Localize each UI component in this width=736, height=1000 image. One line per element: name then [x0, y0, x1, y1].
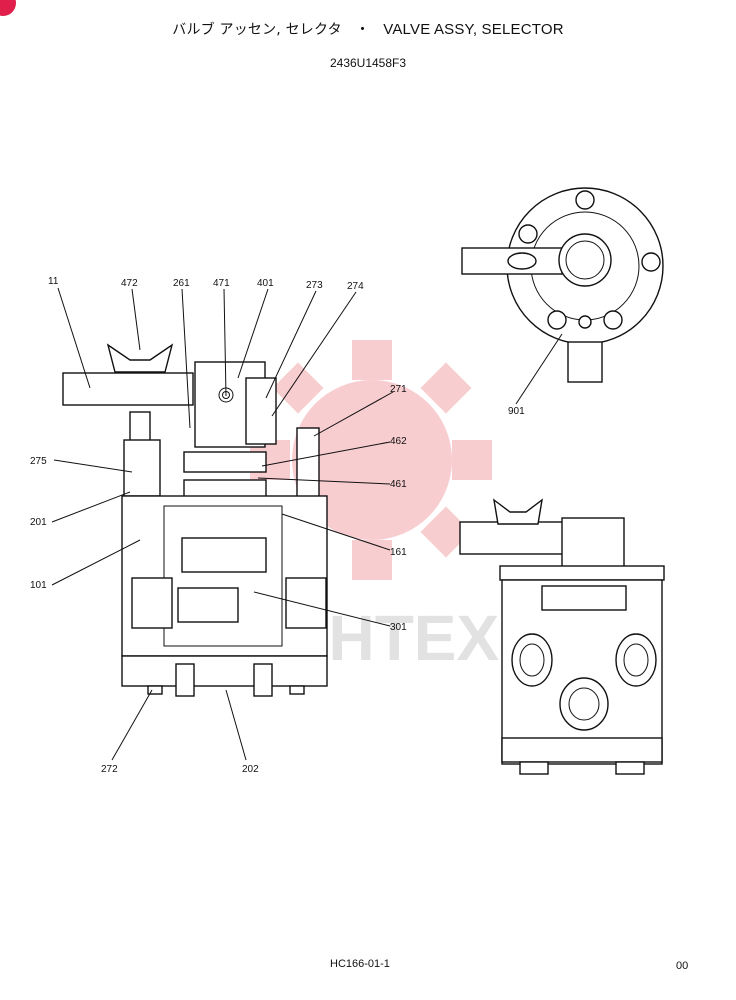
- port-right: [285, 577, 327, 629]
- leader-lines: [51, 287, 563, 761]
- plug-273: [245, 377, 277, 445]
- top-view: [461, 187, 664, 383]
- spool-301: [177, 587, 239, 623]
- callout-301: 301: [390, 622, 407, 633]
- callout-901: 901: [508, 406, 525, 417]
- callout-472: 472: [121, 278, 138, 289]
- plate-201: [123, 439, 161, 497]
- callout-471: 471: [213, 278, 230, 289]
- callout-462: 462: [390, 436, 407, 447]
- wing-nut-472: [106, 343, 174, 373]
- diagram-title: バルブ アッセン, セレクタ ・ VALVE ASSY, SELECTOR: [0, 18, 736, 39]
- top-stem: [567, 341, 603, 383]
- port-left: [131, 577, 173, 629]
- callout-202: 202: [242, 764, 259, 775]
- cover-202: [121, 655, 328, 687]
- callout-271: 271: [390, 384, 407, 395]
- callout-461: 461: [390, 479, 407, 490]
- title-english: VALVE ASSY, SELECTOR: [383, 21, 564, 38]
- side-view: [459, 498, 665, 775]
- callout-272: 272: [101, 764, 118, 775]
- side-handle: [459, 521, 571, 555]
- callout-201: 201: [30, 517, 47, 528]
- callout-274: 274: [347, 281, 364, 292]
- callout-11: 11: [48, 276, 59, 287]
- callout-261: 261: [173, 278, 190, 289]
- body-101: [121, 495, 328, 657]
- callout-275: 275: [30, 456, 47, 467]
- title-separator: ・: [354, 21, 371, 38]
- side-nameplate: [541, 585, 627, 611]
- nameplate: [181, 537, 267, 573]
- callout-273: 273: [306, 280, 323, 291]
- bottom-bolt-right: [253, 663, 273, 697]
- footer-page: 00: [676, 960, 689, 972]
- top-handle: [461, 247, 563, 275]
- part-number: 2436U1458F3: [329, 56, 407, 70]
- bottom-bolt-left: [175, 663, 195, 697]
- footer-code: HC166-01-1: [330, 958, 390, 970]
- callout-101: 101: [30, 580, 47, 591]
- section-view: [62, 343, 328, 697]
- callout-401: 401: [257, 278, 274, 289]
- top-boss: [558, 233, 612, 287]
- handle-11: [62, 372, 194, 406]
- corner-badge: [0, 0, 16, 16]
- oring-462: [183, 451, 267, 473]
- callout-labels: 11 472 261 471 401 273 274 271 462 461 2…: [30, 276, 525, 775]
- title-japanese: バルブ アッセン, セレクタ: [172, 22, 342, 38]
- callout-161: 161: [390, 547, 407, 558]
